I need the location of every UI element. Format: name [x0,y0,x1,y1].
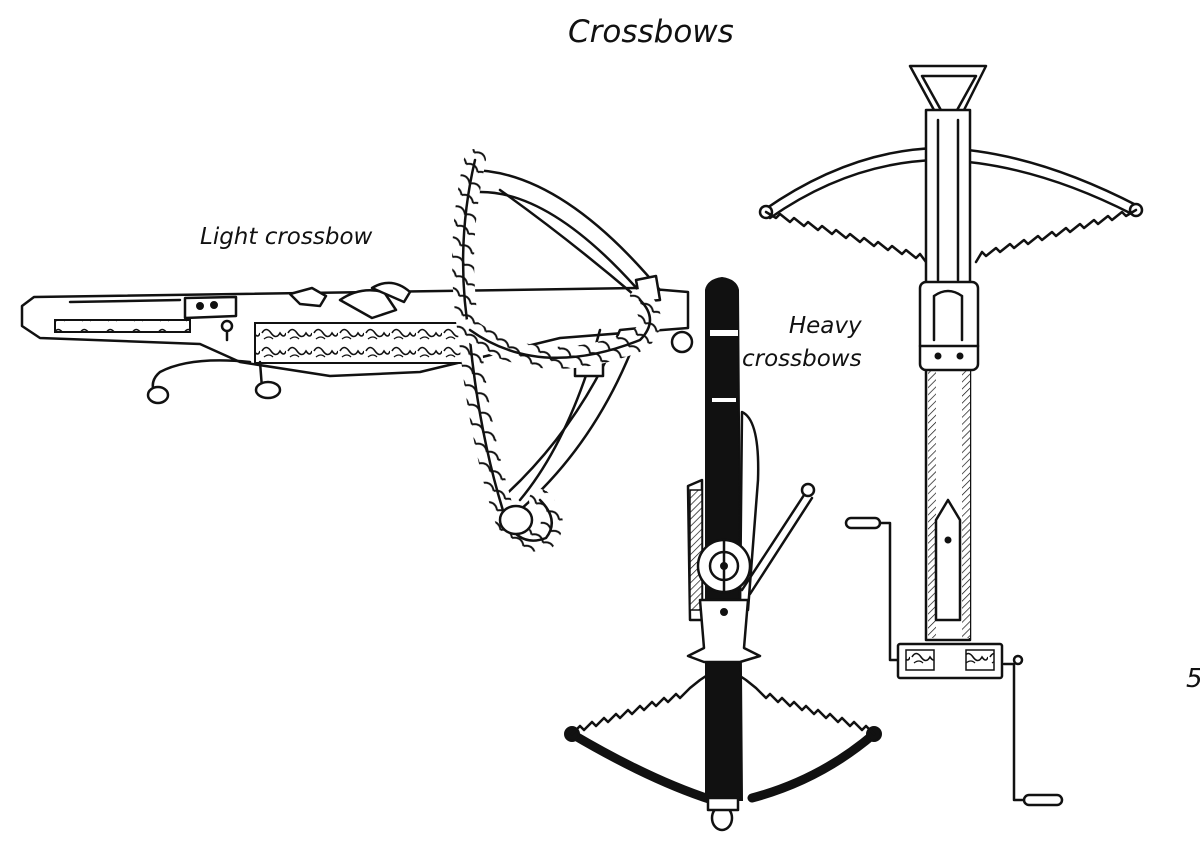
heavy-crossbow-middle-drawing [564,276,882,832]
heavy-crossbows-label-line1: Heavy [788,313,862,339]
light-crossbow-label: Light crossbow [200,224,373,250]
light-crossbow-drawing [20,149,694,552]
heavy-crossbows-label-line2: crossbows [742,346,862,372]
edge-mark: 5 [1186,664,1200,694]
figure-title: Crossbows [568,14,734,50]
heavy-crossbow-right-drawing [758,64,1144,807]
heavy-crossbows-label: Heavy crossbows [742,310,862,376]
